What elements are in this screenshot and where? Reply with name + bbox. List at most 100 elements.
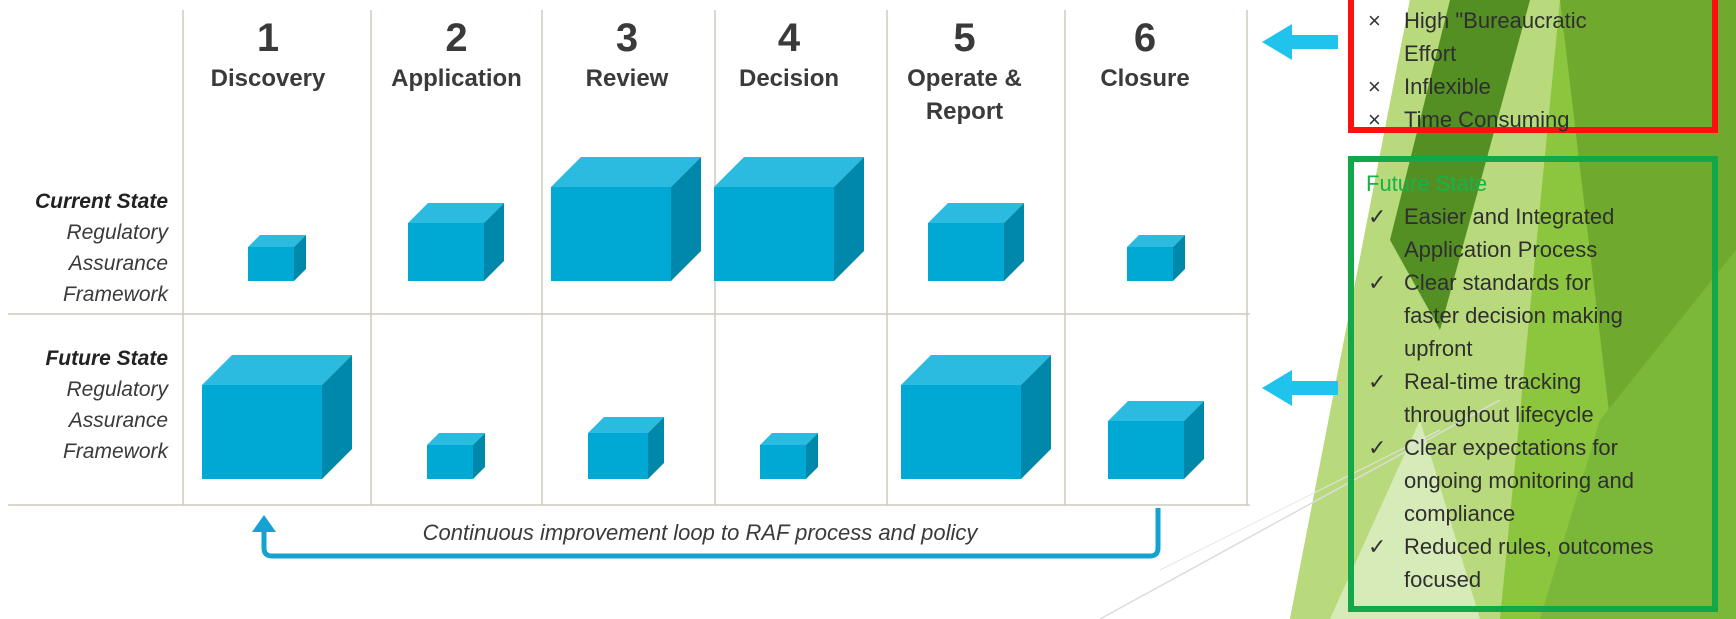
stage-name: Review <box>585 65 669 92</box>
list-item: × Inflexible <box>1366 70 1700 103</box>
cube-front <box>928 223 1004 281</box>
stage-number: 4 <box>777 16 801 60</box>
cube-side <box>834 157 864 281</box>
list-item-text-cont: throughout lifecycle <box>1404 402 1594 427</box>
stage-name: Discovery <box>210 65 326 92</box>
current-state-cube-3 <box>551 157 701 281</box>
list-item-text-cont: Application Process <box>1404 237 1598 262</box>
stage-name: Closure <box>1100 65 1190 92</box>
stage-number: 2 <box>445 16 468 60</box>
current-state-box: × High "Bureaucratic Effort × Inflexible… <box>1348 0 1718 133</box>
checkmark-icon: ✓ <box>1368 204 1387 229</box>
cube-front <box>714 187 834 281</box>
stage-number: 6 <box>1133 16 1157 60</box>
arrow-left-icon <box>1262 24 1338 60</box>
cube-layer <box>202 157 1204 479</box>
checkmark-icon: ✓ <box>1368 435 1387 460</box>
row-label-current-state: Current State Regulatory Assurance Frame… <box>8 186 168 310</box>
list-item: ✓ Easier and Integrated Application Proc… <box>1366 200 1700 266</box>
row-title: Future State <box>45 347 168 370</box>
x-mark-icon: × <box>1368 74 1381 99</box>
row-label-future-state: Future State Regulatory Assurance Framew… <box>8 343 168 467</box>
list-item-text-cont: upfront <box>1404 336 1473 361</box>
future-state-title: Future State <box>1366 171 1488 196</box>
stage-name: Operate & <box>907 65 1022 92</box>
stage-header-3: 3 Review <box>542 14 712 95</box>
cube-side <box>484 203 504 281</box>
arrow-left-icon <box>1262 370 1338 406</box>
list-item: ✓ Clear standards for faster decision ma… <box>1366 266 1700 365</box>
stage-name-line2: Report <box>925 98 1004 125</box>
list-item-text: Real-time tracking <box>1404 369 1582 394</box>
cube-front <box>588 433 648 479</box>
list-item: ✓ Clear expectations for ongoing monitor… <box>1366 431 1700 530</box>
checkmark-icon: ✓ <box>1368 534 1387 559</box>
current-state-cube-1 <box>248 235 306 281</box>
list-item-text: Reduced rules, outcomes <box>1404 534 1654 559</box>
cube-front <box>901 385 1021 479</box>
stage-header-5: 5 Operate & Report <box>887 14 1042 128</box>
future-state-cube-6 <box>1108 401 1204 479</box>
stage-name: Application <box>391 65 522 92</box>
row-line: Assurance <box>68 409 168 432</box>
cube-front <box>408 223 484 281</box>
row-title: Current State <box>34 190 168 213</box>
continuous-improvement-loop-arrow <box>261 508 1161 559</box>
stage-header-6: 6 Closure <box>1065 14 1225 95</box>
list-item: × Time Consuming <box>1366 103 1700 136</box>
checkmark-icon: ✓ <box>1368 369 1387 394</box>
cube-top <box>427 433 485 445</box>
cube-top <box>760 433 818 445</box>
cube-top <box>202 355 352 385</box>
row-line: Regulatory <box>66 378 168 401</box>
row-line: Regulatory <box>66 221 168 244</box>
cube-top <box>551 157 701 187</box>
cube-top <box>1127 235 1185 247</box>
list-item-text-cont: faster decision making <box>1404 303 1623 328</box>
list-item-text: Easier and Integrated <box>1404 204 1615 229</box>
cube-side <box>806 433 818 479</box>
future-state-cube-5 <box>901 355 1051 479</box>
cube-front <box>427 445 473 479</box>
stage-name: Decision <box>738 65 840 92</box>
list-item: × High "Bureaucratic Effort <box>1366 4 1700 70</box>
cube-front <box>202 385 322 479</box>
row-line: Assurance <box>68 252 168 275</box>
stage-number: 5 <box>953 16 976 60</box>
cube-side <box>671 157 701 281</box>
stage-header-4: 4 Decision <box>715 14 863 95</box>
cube-top <box>248 235 306 247</box>
current-state-cube-2 <box>408 203 504 281</box>
current-state-cube-4 <box>714 157 864 281</box>
list-item-text: Time Consuming <box>1404 107 1570 132</box>
list-item-text: High "Bureaucratic <box>1404 8 1587 33</box>
cube-front <box>248 247 294 281</box>
list-item-text-cont: Effort <box>1404 41 1457 66</box>
future-state-box: Future State ✓ Easier and Integrated App… <box>1348 156 1718 612</box>
stage-header-1: 1 Discovery <box>183 14 353 95</box>
cube-top <box>714 157 864 187</box>
list-item-text-cont: focused <box>1404 567 1482 592</box>
list-item-text: Inflexible <box>1404 74 1491 99</box>
cube-top <box>588 417 664 433</box>
cube-front <box>1127 247 1173 281</box>
x-mark-icon: × <box>1368 107 1381 132</box>
future-state-cube-4 <box>760 433 818 479</box>
cube-side <box>1173 235 1185 281</box>
row-line: Framework <box>62 440 168 463</box>
list-item-text: Clear expectations for <box>1404 435 1618 460</box>
cube-top <box>928 203 1024 223</box>
cube-side <box>473 433 485 479</box>
cube-side <box>1021 355 1051 479</box>
stage-number: 3 <box>615 16 639 60</box>
cube-side <box>1184 401 1204 479</box>
x-mark-icon: × <box>1368 8 1381 33</box>
cube-top <box>901 355 1051 385</box>
cube-side <box>294 235 306 281</box>
list-item-text: Clear standards for <box>1404 270 1592 295</box>
cube-front <box>1108 421 1184 479</box>
current-state-cube-5 <box>928 203 1024 281</box>
future-state-cube-3 <box>588 417 664 479</box>
